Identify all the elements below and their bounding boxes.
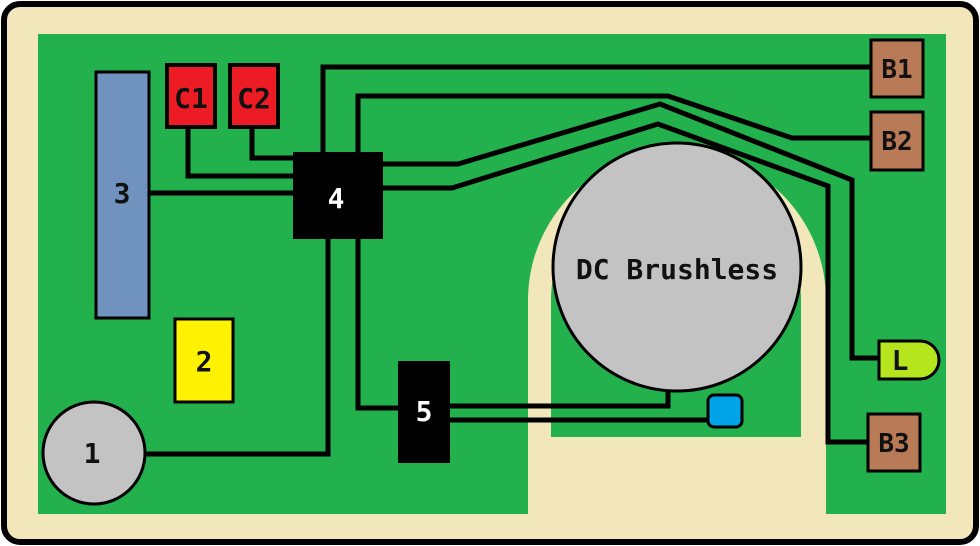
led xyxy=(877,339,941,381)
wires xyxy=(145,64,880,457)
ic-4-label: 4 xyxy=(328,182,345,215)
capacitor-c1-label: C1 xyxy=(174,82,208,115)
component-1-label: 1 xyxy=(84,437,101,470)
button-b3 xyxy=(866,412,922,473)
button-b2-label: B2 xyxy=(881,127,912,157)
dc-brushless-motor-label: DC Brushless xyxy=(576,253,778,286)
led-label: L xyxy=(892,344,909,377)
component-2-label: 2 xyxy=(196,345,213,378)
component-1 xyxy=(41,400,147,506)
ic-5 xyxy=(398,361,450,463)
component-3-label: 3 xyxy=(114,177,131,210)
capacitor-c2-label: C2 xyxy=(237,82,271,115)
component-2 xyxy=(173,317,235,404)
button-b2 xyxy=(869,110,925,172)
component-3 xyxy=(94,70,151,320)
capacitor-c2 xyxy=(228,63,280,129)
ic-4 xyxy=(293,152,383,239)
button-b1 xyxy=(869,38,925,99)
capacitor-c1 xyxy=(165,63,217,129)
dc-brushless-motor xyxy=(551,141,803,393)
button-b1-label: B1 xyxy=(881,55,912,85)
ic-5-label: 5 xyxy=(416,395,433,428)
button-b3-label: B3 xyxy=(878,429,909,459)
sensor-square xyxy=(706,393,744,429)
